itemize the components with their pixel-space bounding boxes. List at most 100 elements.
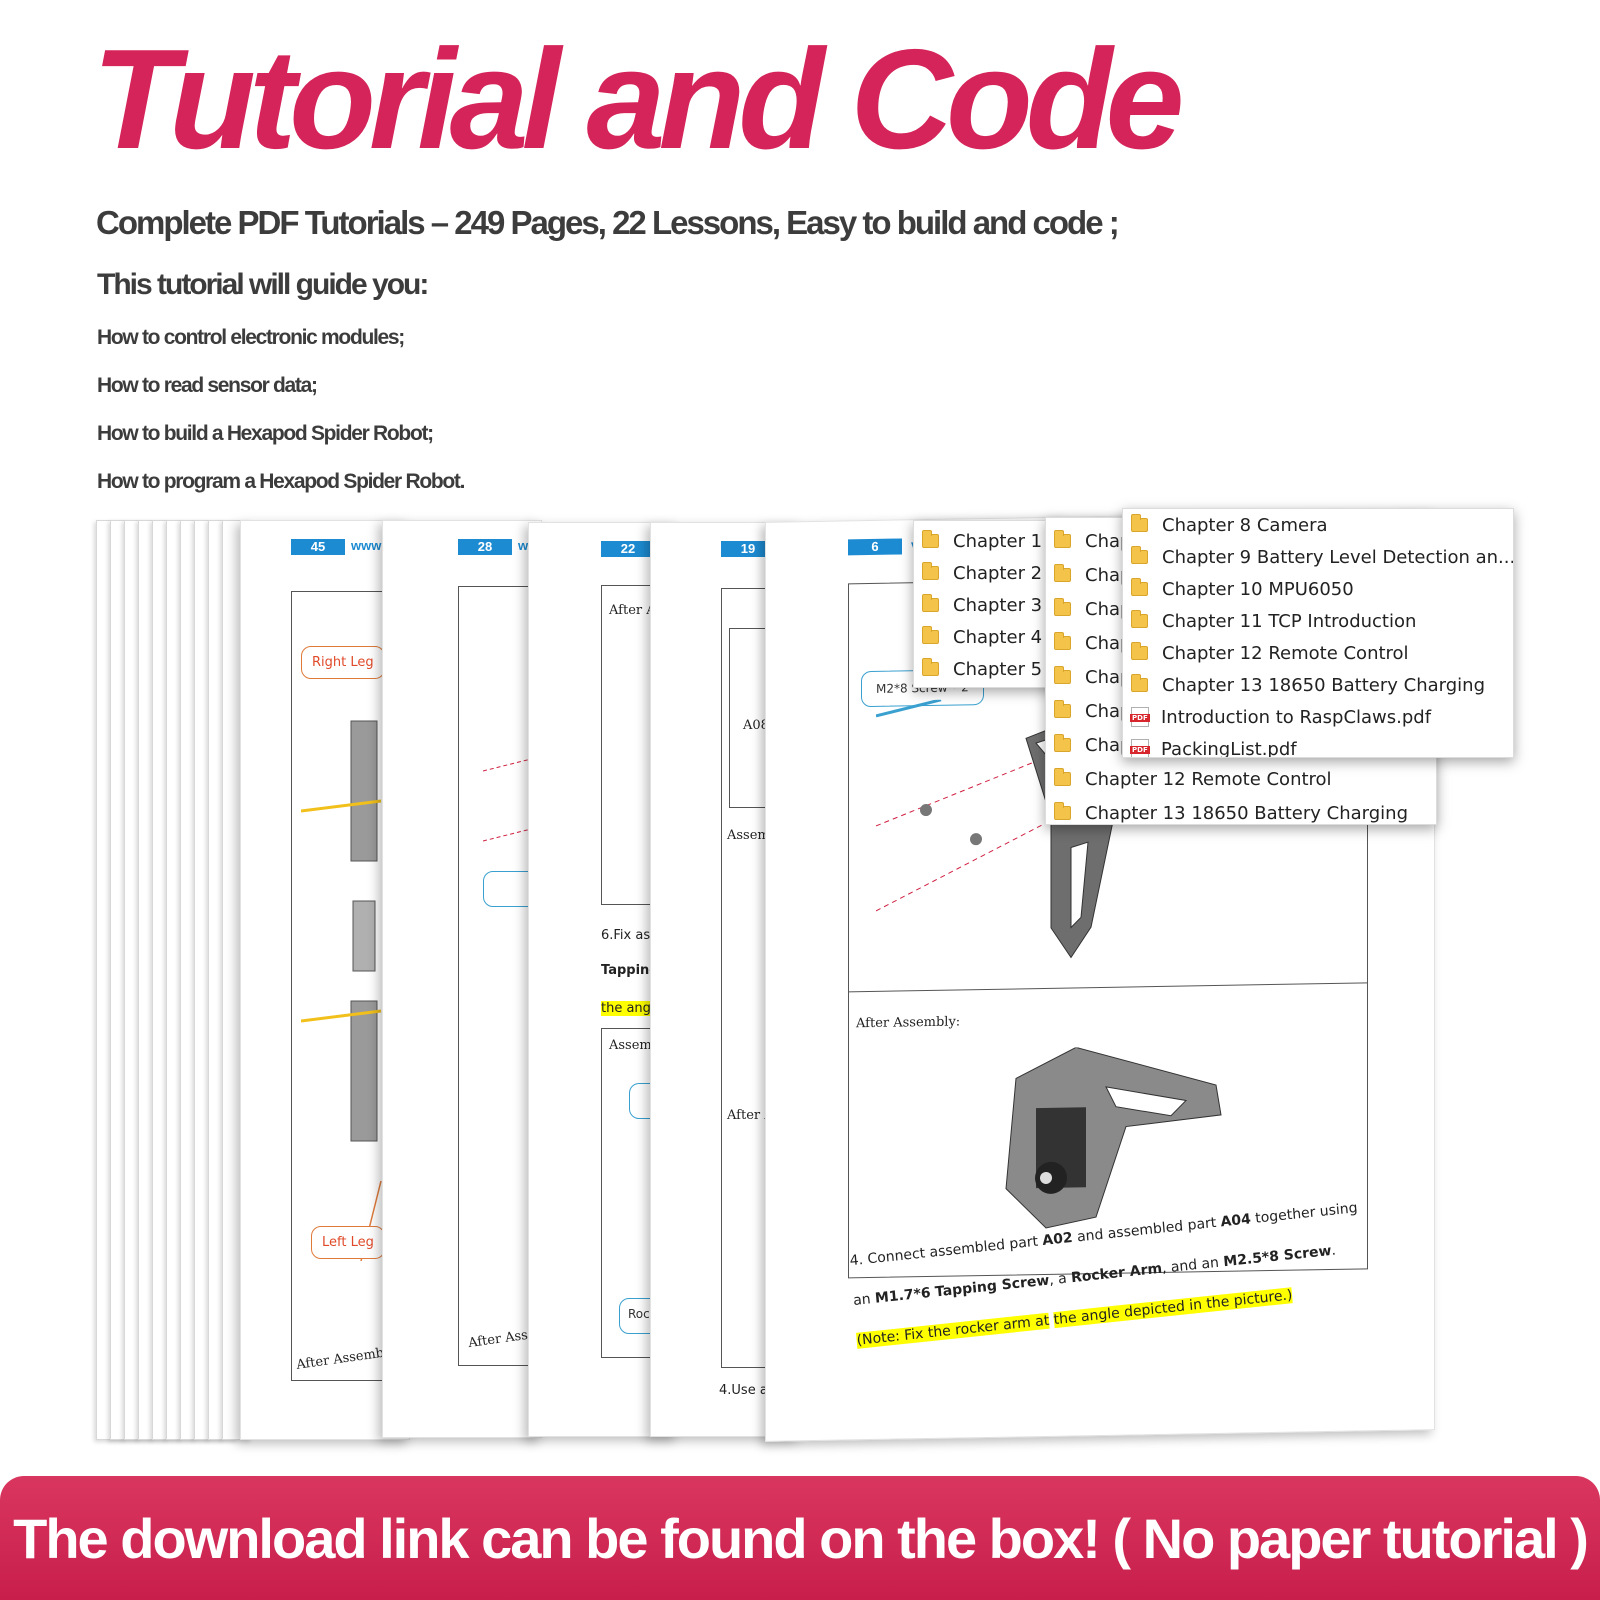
screw-m17: M1.7*6 [874, 1284, 932, 1307]
folder-icon [1054, 666, 1071, 684]
folder-icon [922, 658, 939, 676]
guide-item: How to build a Hexapod Spider Robot; [97, 422, 434, 445]
pdf-file-icon [1130, 739, 1150, 757]
folder-icon [1131, 642, 1148, 660]
page-frame [721, 588, 799, 1368]
folder-label: Chapter 2 F [953, 562, 1059, 584]
folder-icon [1054, 700, 1071, 718]
page-frame [458, 586, 541, 1366]
folder-label: Chap [1085, 700, 1132, 722]
callout-right-leg: Right Leg [301, 646, 385, 679]
folder-row[interactable]: Chapter 5 E [914, 653, 1062, 685]
folder-label: Chapter 12 Remote Control [1162, 642, 1409, 664]
folder-row[interactable]: Chapter 1 F [914, 525, 1062, 557]
folder-icon [1054, 530, 1071, 548]
banner-text: The download link can be found on the bo… [13, 1506, 1589, 1570]
folder-icon [1131, 610, 1148, 628]
guide-item: How to read sensor data; [97, 374, 318, 397]
folder-label: Chap [1085, 598, 1132, 620]
folder-icon [922, 626, 939, 644]
page-frame [291, 591, 409, 1381]
folder-icon [922, 562, 939, 580]
folder-icon [1131, 546, 1148, 564]
step-text: , and an [1161, 1254, 1220, 1277]
folder-label: Chapter 12 Remote Control [1085, 768, 1332, 790]
step-text: 4. Connect assembled part [849, 1233, 1039, 1270]
folder-label: Chap [1085, 666, 1132, 688]
file-row[interactable]: Introduction to RaspClaws.pdf [1123, 701, 1513, 733]
part-a04: A04 [1219, 1211, 1252, 1231]
folder-label: Chapter 3 F [953, 594, 1059, 616]
subtitle: Complete PDF Tutorials – 249 Pages, 22 L… [96, 204, 1120, 241]
part-a02: A02 [1041, 1229, 1074, 1250]
download-banner: The download link can be found on the bo… [0, 1476, 1600, 1600]
folder-row[interactable]: Chapter 3 F [914, 589, 1062, 621]
step-text: , a [1048, 1270, 1068, 1289]
folder-row[interactable]: Chapter 9 Battery Level Detection an... [1123, 541, 1513, 573]
part-label: A08 [743, 718, 769, 733]
folder-row[interactable]: Chap [1046, 626, 1436, 660]
folder-icon [1054, 768, 1071, 786]
folder-row[interactable]: Chapter 8 Camera [1123, 509, 1513, 541]
folder-label: Chapter 5 E [953, 658, 1060, 680]
bracket-assembled-diagram [1005, 1046, 1222, 1229]
page-title: Tutorial and Code [92, 20, 1184, 179]
callout-left-leg: Left Leg [311, 1226, 385, 1259]
folder-label: Chapter 13 18650 Battery Charging [1085, 802, 1408, 824]
folder-row[interactable]: Chap [1046, 524, 1436, 558]
folder-row[interactable]: Chapter 11 TCP Introduction [1123, 605, 1513, 637]
tapping-text: Tapping [601, 963, 659, 978]
folder-row[interactable]: Chapter 2 F [914, 557, 1062, 589]
after-assembly-label: After As [609, 603, 663, 618]
folder-label: Chapter 10 MPU6050 [1162, 578, 1354, 600]
file-explorer-front: Chapter 8 Camera Chapter 9 Battery Level… [1122, 508, 1514, 758]
folder-label: Chap [1085, 734, 1132, 756]
folder-icon [1054, 734, 1071, 752]
folder-label: Chapter 1 F [953, 530, 1059, 552]
screw-m25: M2.5*8 Screw [1222, 1242, 1333, 1271]
folder-label: Chapter 4 L [953, 626, 1058, 648]
folder-icon [1054, 802, 1071, 820]
folder-row[interactable]: Chap [1046, 558, 1436, 592]
folder-row[interactable]: Chapter 10 MPU6050 [1123, 573, 1513, 605]
note-highlight: (Note: Fix the rocker arm at [856, 1312, 1050, 1349]
folder-row[interactable]: Chap [1046, 694, 1436, 728]
page-frame [601, 1028, 677, 1358]
folder-row[interactable]: Chap [1046, 592, 1436, 626]
leg-diagram-icon [301, 720, 382, 1262]
rocker-arm: Rocker Arm [1070, 1260, 1163, 1287]
file-explorer-back: Chapter 1 F Chapter 2 F Chapter 3 F Chap… [913, 520, 1063, 688]
guide-list: How to control electronic modules; How t… [97, 326, 465, 518]
folder-row[interactable]: Chap [1046, 728, 1436, 762]
page-number: 45 [291, 539, 345, 555]
page-number: 19 [721, 541, 775, 557]
folder-row[interactable]: Chapter 4 L [914, 621, 1062, 653]
file-label: Introduction to RaspClaws.pdf [1161, 706, 1432, 728]
guide-item: How to control electronic modules; [97, 326, 405, 349]
folder-icon [922, 530, 939, 548]
file-row[interactable]: PackingList.pdf [1123, 733, 1513, 758]
folder-row[interactable]: Chapter 13 18650 Battery Charging [1123, 669, 1513, 701]
folder-label: Chapter 11 TCP Introduction [1162, 610, 1417, 632]
folder-row[interactable]: Chap [1046, 660, 1436, 694]
guide-item: How to program a Hexapod Spider Robot. [97, 470, 465, 493]
after-assembly-label: After A [727, 1108, 774, 1123]
folder-row[interactable]: Chapter 12 Remote Control [1046, 762, 1436, 796]
folder-row[interactable]: Chapter 13 18650 Battery Charging [1046, 796, 1436, 824]
folder-label: Chapter 13 18650 Battery Charging [1162, 674, 1485, 696]
guide-heading: This tutorial will guide you: [97, 268, 429, 301]
folder-label: Chapter 9 Battery Level Detection an... [1162, 546, 1514, 568]
folder-label: Chap [1085, 564, 1132, 586]
pdf-file-icon [1130, 707, 1150, 727]
step-text: 4.Use a [719, 1383, 768, 1398]
note-highlight: the angle depicted in the picture.) [1052, 1287, 1294, 1329]
page-number: 6 [848, 538, 902, 556]
folder-row[interactable]: Chapter 12 Remote Control [1123, 637, 1513, 669]
step-text: and assembled part [1076, 1214, 1217, 1246]
folder-label: Chap [1085, 632, 1132, 654]
page-frame [601, 585, 677, 905]
tapping-screw: Tapping Screw [934, 1272, 1050, 1301]
file-label: PackingList.pdf [1161, 738, 1297, 758]
folder-label: Chap [1085, 530, 1132, 552]
folder-icon [1131, 514, 1148, 532]
